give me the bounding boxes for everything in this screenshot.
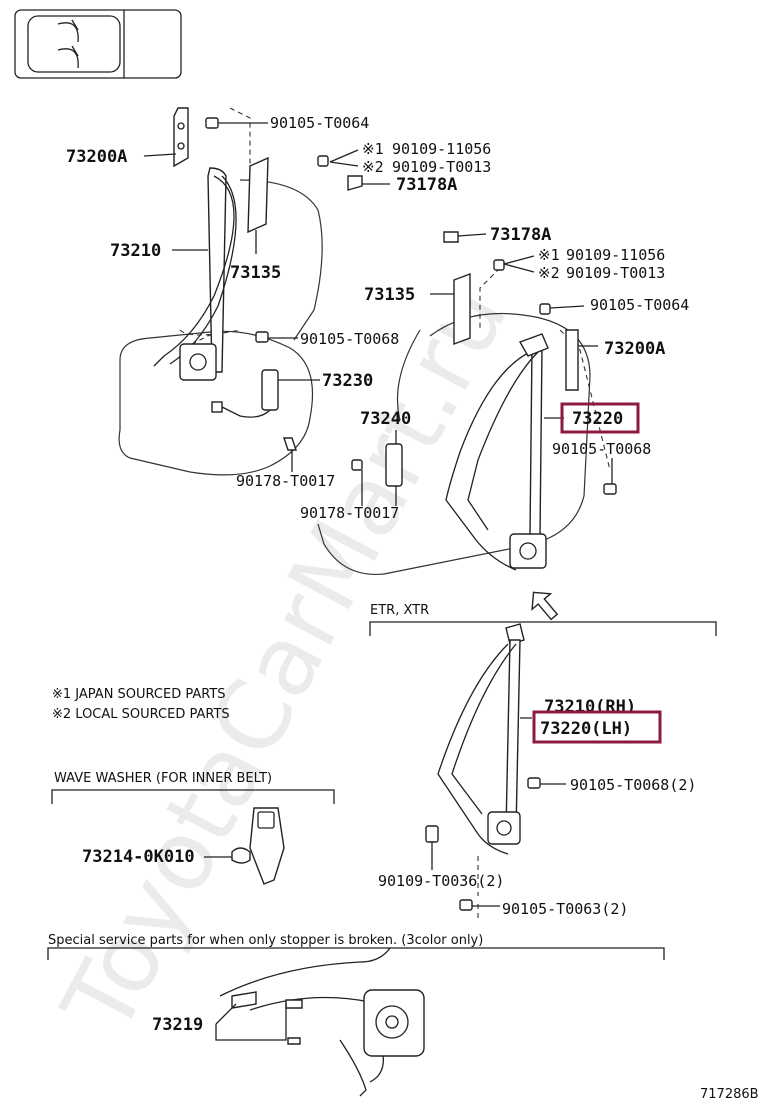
label-73200A-a: 73200A bbox=[66, 147, 127, 167]
mark-2-a: ※2 bbox=[362, 158, 384, 176]
label-73219: 73219 bbox=[152, 1015, 203, 1035]
right-seat-assembly bbox=[317, 231, 617, 621]
label-90178-T0017-b: 90178-T0017 bbox=[300, 504, 399, 522]
label-73240: 73240 bbox=[360, 409, 411, 429]
local-sourced-note: ※2 LOCAL SOURCED PARTS bbox=[52, 707, 230, 722]
mark-1-b: ※1 bbox=[538, 246, 560, 264]
label-73230: 73230 bbox=[322, 371, 373, 391]
label-73214-0K010: 73214-0K010 bbox=[82, 847, 195, 867]
etr-xtr-note: ETR, XTR bbox=[370, 603, 429, 618]
highlight-73220-a bbox=[560, 402, 640, 434]
highlight-73220-lh bbox=[532, 710, 662, 744]
label-73200A-b: 73200A bbox=[604, 339, 665, 359]
wave-washer-note: WAVE WASHER (FOR INNER BELT) bbox=[54, 771, 272, 786]
label-90105-T0068-2: 90105-T0068(2) bbox=[570, 776, 696, 794]
label-90109-T0013-a: 90109-T0013 bbox=[392, 158, 491, 176]
label-90105-T0068-b: 90105-T0068 bbox=[552, 440, 651, 458]
label-73210-a: 73210 bbox=[110, 241, 161, 261]
label-73178A-b: 73178A bbox=[490, 225, 551, 245]
leader-lines bbox=[143, 122, 613, 1041]
wave-washer-section: WAVE WASHER (FOR INNER BELT) bbox=[51, 771, 335, 885]
japan-sourced-note: ※1 JAPAN SOURCED PARTS bbox=[52, 687, 226, 702]
label-73135-a: 73135 bbox=[230, 263, 281, 283]
label-73220-lh: 73220(LH) bbox=[540, 719, 632, 739]
seat-belt-icon bbox=[14, 9, 182, 79]
diagram-code: 717286B bbox=[700, 1087, 759, 1102]
left-seat-assembly bbox=[118, 107, 363, 476]
mark-1-a: ※1 bbox=[362, 140, 384, 158]
label-90105-T0068-a: 90105-T0068 bbox=[300, 330, 399, 348]
special-service-note: Special service parts for when only stop… bbox=[48, 933, 483, 948]
label-73178A-a: 73178A bbox=[396, 175, 457, 195]
label-90109-T0036-2: 90109-T0036(2) bbox=[378, 872, 504, 890]
label-90105-T0063-2: 90105-T0063(2) bbox=[502, 900, 628, 918]
etr-xtr-section: ETR, XTR bbox=[369, 603, 717, 918]
label-73135-b: 73135 bbox=[364, 285, 415, 305]
part-labels: 90105-T0064 73200A ※1 90109-11056 ※2 901… bbox=[66, 114, 696, 1035]
label-90109-11056-a: 90109-11056 bbox=[392, 140, 491, 158]
label-90109-11056-b: 90109-11056 bbox=[566, 246, 665, 264]
label-90105-T0064-b: 90105-T0064 bbox=[590, 296, 689, 314]
special-service-section: Special service parts for when only stop… bbox=[47, 933, 665, 1097]
label-90109-T0013-b: 90109-T0013 bbox=[566, 264, 665, 282]
label-90178-T0017-a: 90178-T0017 bbox=[236, 472, 335, 490]
label-90105-T0064-a: 90105-T0064 bbox=[270, 114, 369, 132]
label-73220-a: 73220 bbox=[572, 409, 623, 429]
mark-2-b: ※2 bbox=[538, 264, 560, 282]
